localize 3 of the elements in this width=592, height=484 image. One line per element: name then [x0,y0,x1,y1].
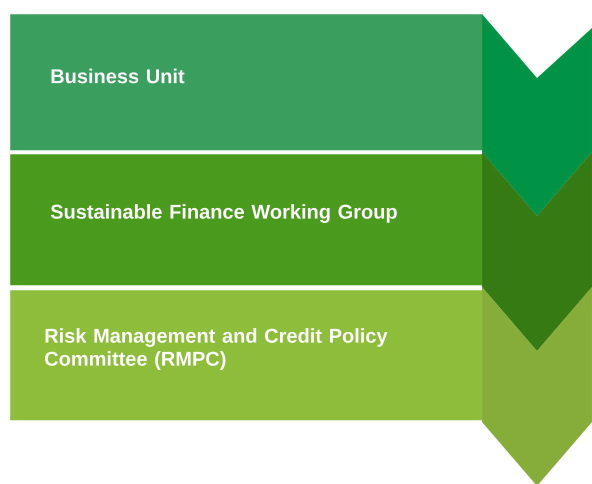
process-band: Business Unit [10,14,482,150]
process-band: Sustainable Finance Working Group [10,154,482,286]
process-band: Risk Management and Credit Policy Committee (RMPC) [10,290,482,420]
